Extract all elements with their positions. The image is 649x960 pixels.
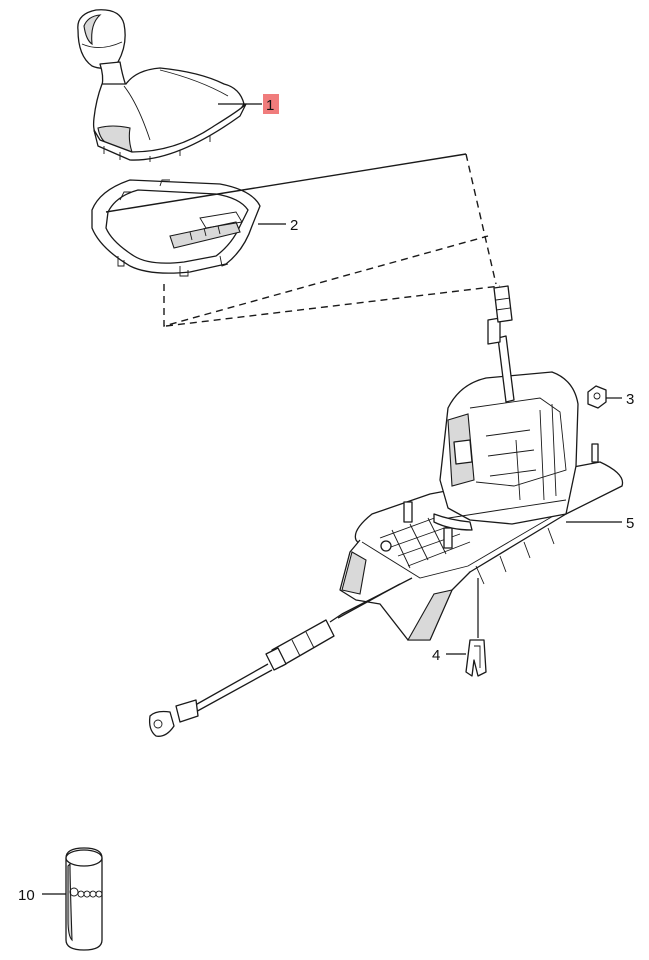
shift-cable[interactable] [148, 577, 413, 737]
gear-knob-boot[interactable] [77, 9, 247, 162]
lubricant-tube[interactable] [65, 847, 103, 951]
callout-1: 1 [266, 97, 274, 114]
callout-5: 5 [626, 515, 634, 532]
callout-10: 10 [18, 887, 35, 904]
callout-2: 2 [290, 217, 298, 234]
callout-3: 3 [626, 391, 634, 408]
retaining-clip[interactable] [465, 639, 487, 677]
shifter-mechanism[interactable] [339, 285, 624, 641]
callout-4: 4 [432, 647, 440, 664]
hex-nut[interactable] [587, 385, 607, 409]
trim-frame[interactable] [91, 179, 261, 277]
